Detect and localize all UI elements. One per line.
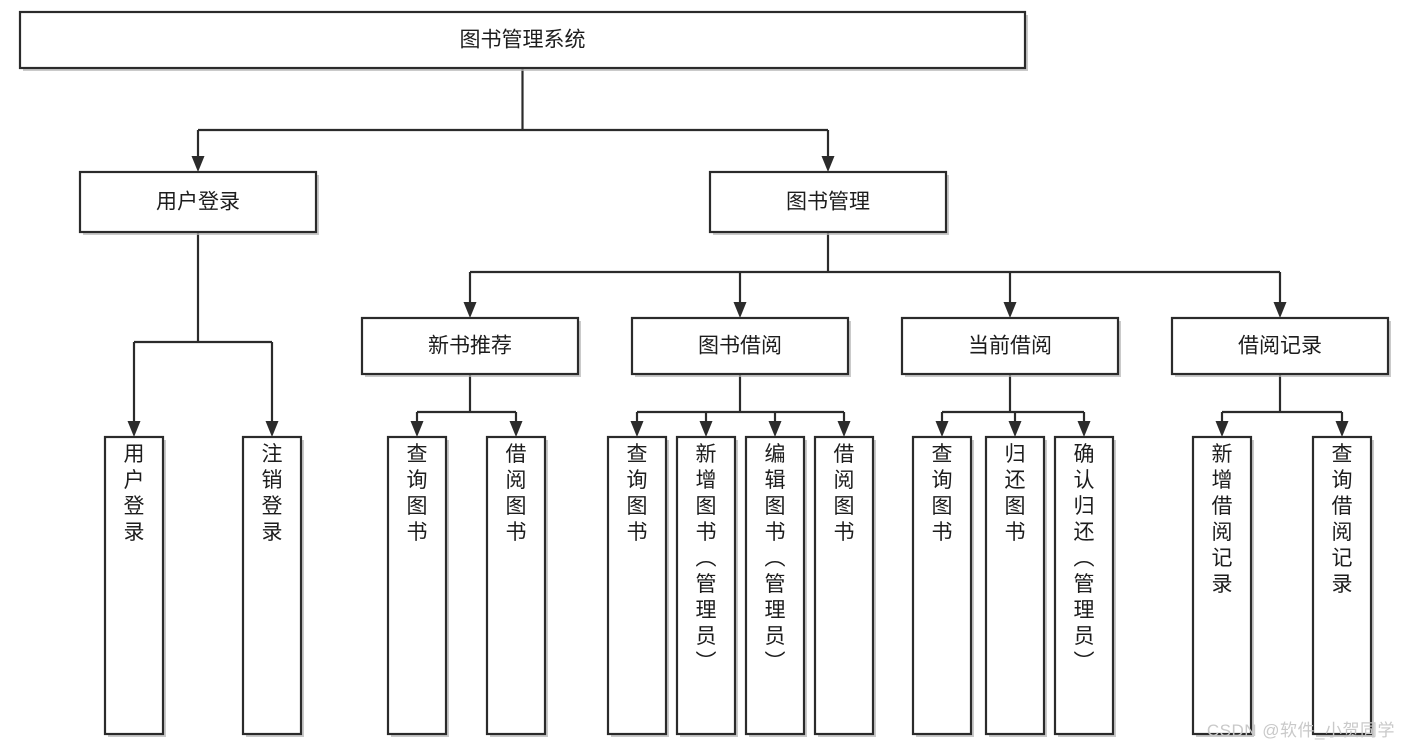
conn-book-management-arrow-1 (733, 302, 747, 318)
conn-current-borrow-arrow-1 (1008, 421, 1022, 437)
conn-book-management-arrow-3 (1273, 302, 1287, 318)
node-label: 查询图书 (932, 443, 953, 544)
node-leaf-add-borrow-record[interactable]: 新增借阅记录 (1191, 435, 1254, 737)
node-leaf-user-login[interactable]: 用户登录 (103, 435, 166, 737)
node-label: 图书管理系统 (460, 29, 586, 52)
node-book-management[interactable]: 图书管理 (708, 170, 949, 235)
conn-new-book-recommend-arrow-1 (509, 421, 523, 437)
node-label: 借阅图书 (834, 443, 855, 544)
node-leaf-query-book-borrow[interactable]: 查询图书 (606, 435, 669, 737)
node-label: 新书推荐 (428, 335, 512, 358)
node-leaf-return-book[interactable]: 归还图书 (984, 435, 1047, 737)
conn-book-management-arrow-2 (1003, 302, 1017, 318)
node-label: 注销登录 (262, 443, 283, 544)
node-leaf-query-book-recommend[interactable]: 查询图书 (386, 435, 449, 737)
conn-root-arrow-0 (191, 156, 205, 172)
node-current-borrow[interactable]: 当前借阅 (900, 316, 1121, 377)
node-label: 用户登录 (156, 191, 240, 214)
connectors-layer (127, 68, 1349, 437)
conn-new-book-recommend-arrow-0 (410, 421, 424, 437)
node-leaf-user-logout[interactable]: 注销登录 (241, 435, 304, 737)
node-label: 归还图书 (1005, 443, 1026, 544)
node-label: 查询图书 (407, 443, 428, 544)
node-book-borrow[interactable]: 图书借阅 (630, 316, 851, 377)
node-leaf-edit-book-admin[interactable]: 编辑图书︵管理员︶ (744, 435, 807, 737)
conn-book-borrow-arrow-3 (837, 421, 851, 437)
watermark-text: CSDN @软件_小贺同学 (1206, 721, 1395, 740)
conn-root-arrow-1 (821, 156, 835, 172)
conn-borrow-record-arrow-1 (1335, 421, 1349, 437)
node-label: 新增借阅记录 (1212, 443, 1233, 596)
node-label: 确认归还︵管理员︶ (1074, 443, 1095, 674)
node-leaf-borrow-book[interactable]: 借阅图书 (813, 435, 876, 737)
node-label: 用户登录 (124, 443, 145, 544)
node-label: 查询借阅记录 (1332, 443, 1353, 596)
node-label: 图书借阅 (698, 335, 782, 358)
node-label: 借阅记录 (1238, 335, 1322, 358)
node-leaf-confirm-return-admin[interactable]: 确认归还︵管理员︶ (1053, 435, 1116, 737)
node-borrow-record[interactable]: 借阅记录 (1170, 316, 1391, 377)
node-label: 新增图书︵管理员︶ (696, 443, 717, 674)
conn-borrow-record-arrow-0 (1215, 421, 1229, 437)
conn-user-login-arrow-0 (127, 421, 141, 437)
node-leaf-query-borrow-record[interactable]: 查询借阅记录 (1311, 435, 1374, 737)
node-label: 当前借阅 (968, 335, 1052, 358)
node-label: 编辑图书︵管理员︶ (765, 443, 786, 674)
node-root[interactable]: 图书管理系统 (18, 10, 1028, 71)
conn-book-borrow-arrow-1 (699, 421, 713, 437)
conn-user-login-arrow-1 (265, 421, 279, 437)
node-user-login[interactable]: 用户登录 (78, 170, 319, 235)
node-label: 查询图书 (627, 443, 648, 544)
conn-current-borrow-arrow-0 (935, 421, 949, 437)
conn-book-borrow-arrow-2 (768, 421, 782, 437)
nodes-layer: 图书管理系统用户登录图书管理新书推荐图书借阅当前借阅借阅记录用户登录注销登录查询… (18, 10, 1391, 737)
node-leaf-add-book-admin[interactable]: 新增图书︵管理员︶ (675, 435, 738, 737)
node-label: 图书管理 (786, 191, 870, 214)
node-label: 借阅图书 (506, 443, 527, 544)
node-leaf-query-book-current[interactable]: 查询图书 (911, 435, 974, 737)
node-new-book-recommend[interactable]: 新书推荐 (360, 316, 581, 377)
node-leaf-borrow-book-recommend[interactable]: 借阅图书 (485, 435, 548, 737)
conn-current-borrow-arrow-2 (1077, 421, 1091, 437)
conn-book-management-arrow-0 (463, 302, 477, 318)
conn-book-borrow-arrow-0 (630, 421, 644, 437)
